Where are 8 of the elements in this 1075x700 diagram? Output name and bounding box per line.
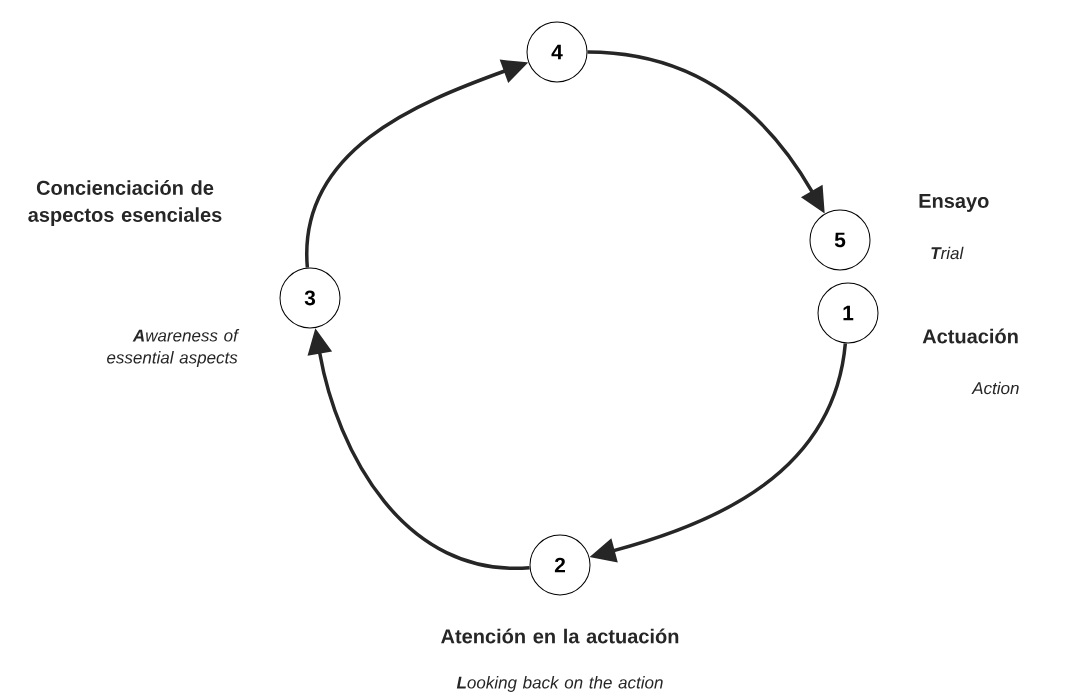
step-translation: Awareness of essential aspects xyxy=(107,329,240,367)
step-title: Concienciación de aspectos esenciales xyxy=(28,180,222,226)
step-title: Actuación xyxy=(922,328,1018,344)
step-title: Atención en la actuación xyxy=(441,628,679,644)
step-translation: Action xyxy=(971,381,1019,395)
step-translation: Trial xyxy=(931,246,964,260)
step-title: Ensayo xyxy=(919,194,989,212)
step-translation: Looking back on the action xyxy=(456,676,663,692)
